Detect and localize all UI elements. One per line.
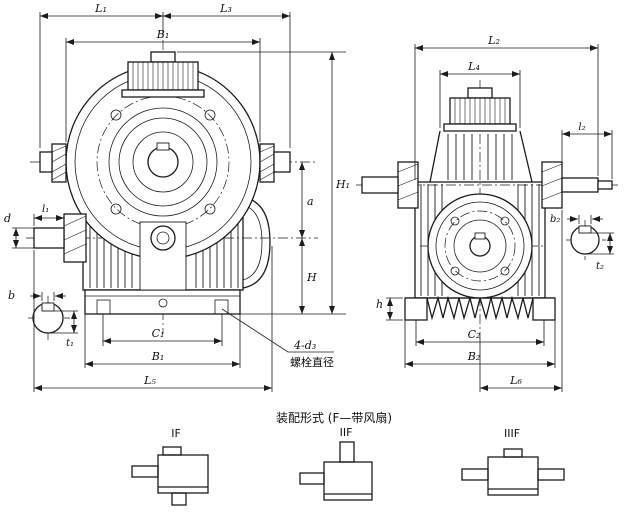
foot-bolt-slot: [96, 299, 111, 315]
flange-bolt: [500, 216, 510, 226]
front-worm-shaft: [33, 213, 87, 263]
variant-icon-IIF: [299, 441, 373, 501]
front-view: L₁ L₃ B₁ d l₁ b t₁ a H H₁ C₁ B₁ L₅ 4-d₃ …: [4, 2, 350, 392]
dim-label-b2: b₂: [550, 214, 560, 225]
side-key-section: [570, 225, 600, 255]
variant-label-IF: IF: [171, 427, 181, 440]
variant-label-IIIF: IIIF: [504, 427, 520, 440]
flange-bolt: [450, 216, 460, 226]
dim-label-L2: L₂: [487, 34, 500, 47]
key-slot: [578, 225, 592, 234]
flange-bolt: [204, 203, 216, 215]
worm-end-cover: [150, 225, 176, 251]
variant-label-IIF: IIF: [340, 426, 353, 439]
dim-label-L6: L₆: [509, 374, 522, 387]
foot-bolt-slot: [214, 299, 229, 315]
front-key-section: [32, 302, 64, 334]
dim-label-H: H: [306, 271, 317, 284]
worm-shaft-stub: [33, 227, 65, 249]
dim-label-b: b: [8, 289, 15, 302]
foot: [404, 297, 428, 321]
drain-plug: [158, 298, 168, 308]
output-keyway: [156, 142, 170, 151]
breather-knob: [150, 51, 176, 63]
flange-bolt: [110, 203, 122, 215]
dim-label-d: d: [4, 212, 11, 225]
dim-label-t2: t₂: [596, 261, 604, 272]
dim-label-a: a: [307, 195, 314, 208]
bolt-note-line1: 4-d₃: [293, 339, 316, 352]
breather-knob: [467, 87, 493, 99]
flange-bolt: [450, 266, 460, 276]
shaft-stub: [39, 151, 53, 173]
dim-label-l1: l₁: [42, 204, 49, 215]
dim-label-H1: H₁: [335, 178, 350, 191]
dim-label-L5: L₅: [143, 374, 156, 387]
key-slot: [41, 302, 55, 312]
shaft-stub: [273, 151, 291, 173]
flange-bolt: [204, 109, 216, 121]
dim-label-h: h: [376, 298, 383, 311]
dim-label-L3: L₃: [219, 2, 232, 15]
shaft-stub: [561, 177, 599, 193]
dim-label-L4: L₄: [467, 60, 480, 73]
variant-icon-IF: [131, 446, 209, 506]
front-dimensions: [12, 12, 346, 392]
dim-label-t1: t₁: [66, 338, 74, 349]
dim-label-B2: B₂: [467, 350, 481, 363]
dim-label-l2: l₂: [578, 122, 585, 133]
dim-label-C2: C₂: [468, 328, 481, 341]
flange-bolt: [500, 266, 510, 276]
flange-bolt: [110, 109, 122, 121]
dim-label-L1: L₁: [94, 2, 107, 15]
shaft-stub: [361, 176, 399, 194]
bolt-note-line2: 螺栓直径: [290, 355, 334, 369]
bolt-note-leader: [221, 308, 334, 353]
front-output-shaft-stubs: [39, 143, 291, 183]
dim-label-B1-bottom: B₁: [151, 350, 165, 363]
side-top-cap: [443, 87, 517, 132]
front-worm-boss: [139, 221, 187, 291]
shaft-step: [597, 180, 613, 190]
variant-icon-IIIF: [461, 448, 565, 496]
front-base: [84, 289, 241, 315]
side-view: L₂ L₄ l₂ h b₂ t₂ C₂ B₂ L₆: [356, 34, 620, 392]
foot: [532, 297, 556, 321]
dim-label-C1: C₁: [152, 327, 165, 340]
output-keyway: [474, 232, 486, 240]
dim-label-B1-top: B₁: [156, 28, 170, 41]
assembly-section: 装配形式 (F—带风扇) IF IIF IIIF: [131, 410, 565, 506]
assembly-caption: 装配形式 (F—带风扇): [276, 410, 392, 425]
side-wheel-housing: [427, 193, 533, 299]
side-bulge: [242, 196, 271, 289]
side-dimensions: [386, 44, 614, 392]
front-top-cap: [121, 51, 205, 98]
